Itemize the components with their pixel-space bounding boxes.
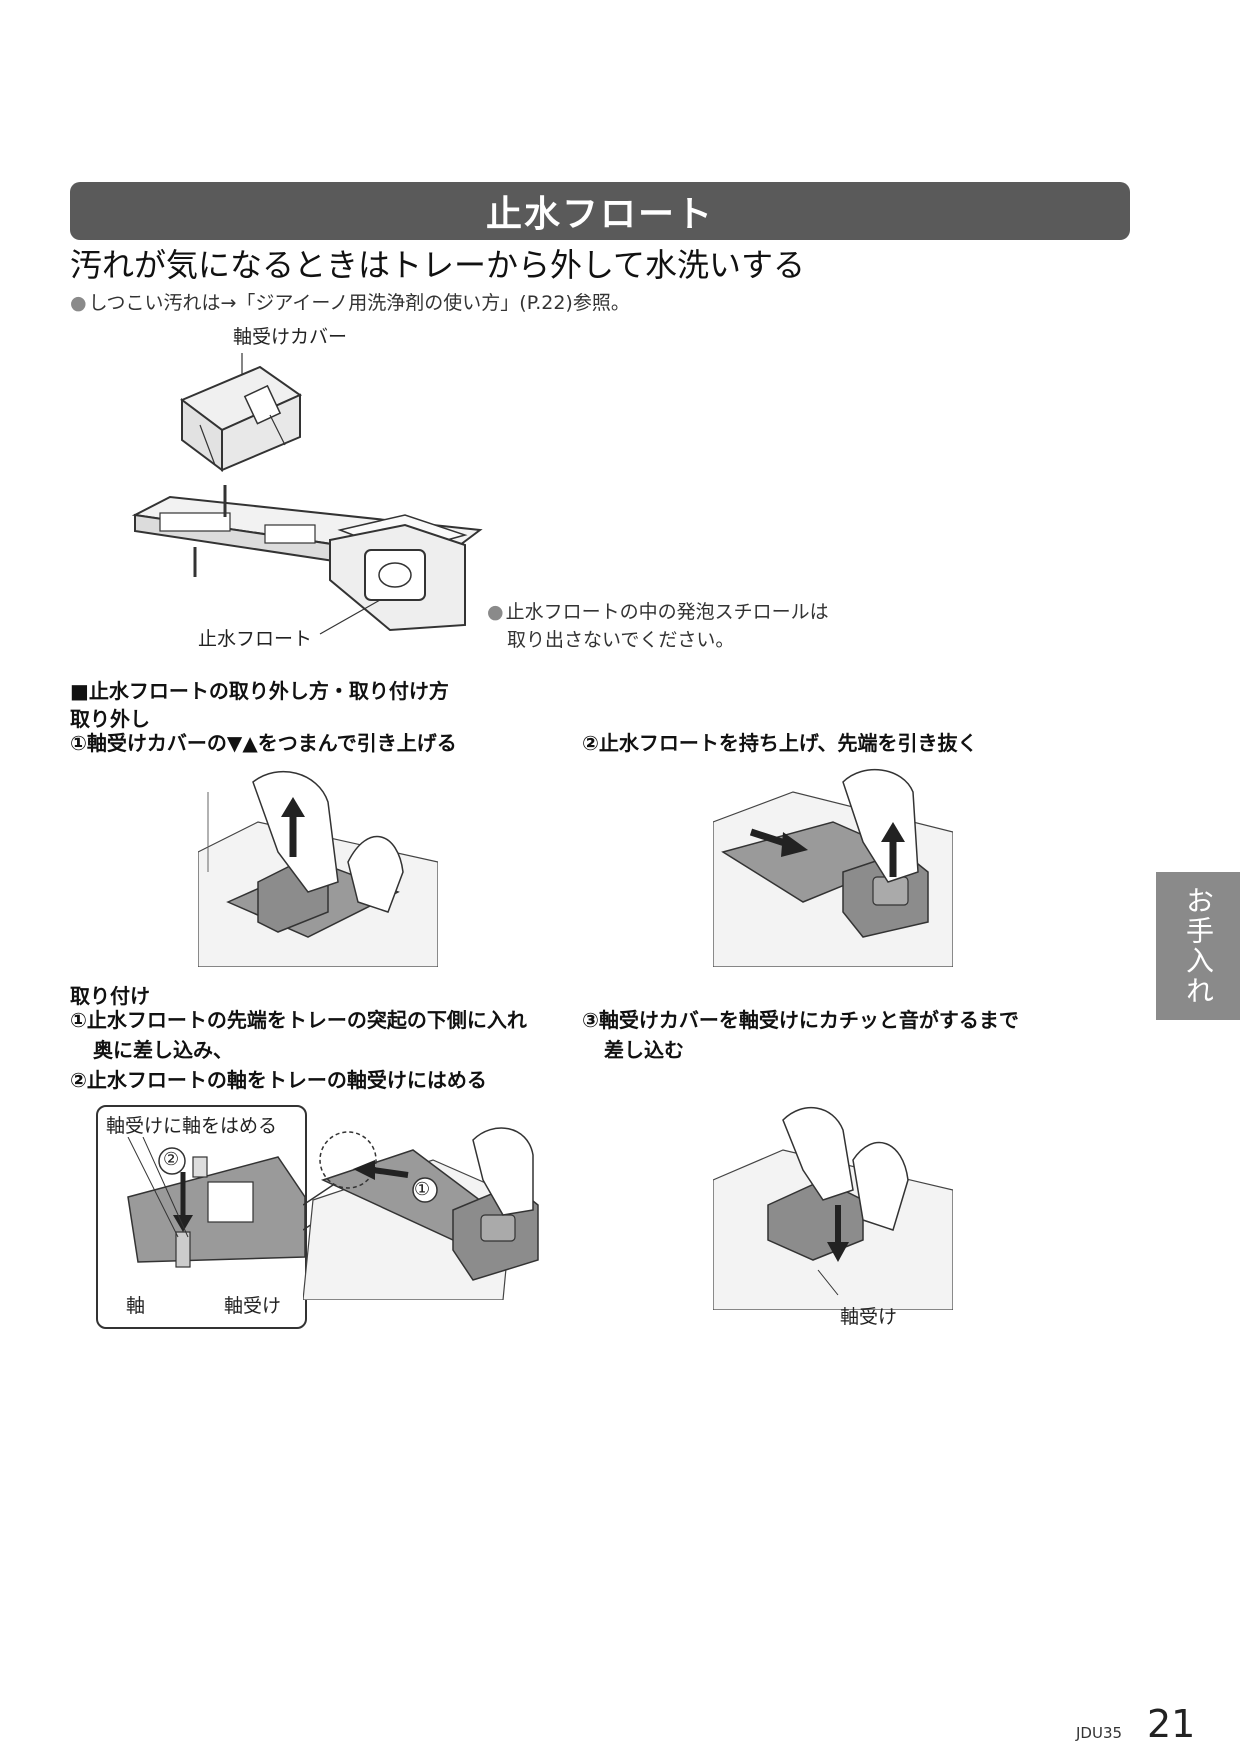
install-step-3-cont: 差し込む: [604, 1038, 684, 1062]
foam-note-line1: 止水フロートの中の発泡スチロールは: [505, 601, 829, 623]
procedure-section-title: ■止水フロートの取り外し方・取り付け方: [70, 679, 449, 703]
removal-step-1: ①軸受けカバーの▼▲をつまんで引き上げる: [70, 731, 457, 755]
bullet-icon: ●: [487, 601, 504, 623]
install-illustration-3: [713, 1106, 953, 1310]
page-heading: 汚れが気になるときはトレーから外して水洗いする: [70, 246, 806, 284]
section-title-banner: 止水フロート: [70, 182, 1130, 240]
cleaning-note: ●しつこい汚れは→「ジアイーノ用洗浄剤の使い方」(P.22)参照。: [70, 288, 630, 315]
float-parts-illustration: [131, 353, 483, 635]
float-label: 止水フロート: [198, 628, 313, 650]
install-step-1: ①止水フロートの先端をトレーの突起の下側に入れ: [70, 1008, 527, 1032]
callout-illustration: [127, 1137, 305, 1268]
bearing-label: 軸受け: [224, 1295, 282, 1317]
bearing-cover-part: [180, 365, 303, 472]
install-step-3: ③軸受けカバーを軸受けにカチッと音がするまで: [582, 1008, 1019, 1032]
side-tab-care: お手入れ: [1156, 872, 1240, 1020]
install-step-2: ②止水フロートの軸をトレーの軸受けにはめる: [70, 1068, 487, 1092]
removal-illustration-1: [198, 762, 438, 967]
removal-step-2: ②止水フロートを持ち上げ、先端を引き抜く: [582, 731, 978, 755]
install-illustration-1: [303, 1127, 539, 1300]
callout-number-1: ①: [414, 1179, 431, 1200]
install-step-1-cont: 奥に差し込み、: [93, 1038, 233, 1062]
float-part: [131, 485, 483, 632]
page-number: 21: [1147, 1702, 1196, 1746]
foam-note: ●止水フロートの中の発泡スチロールは: [487, 597, 829, 624]
install-heading: 取り付け: [70, 984, 150, 1008]
removal-illustration-2: [713, 762, 953, 967]
callout-number-2: ②: [163, 1149, 180, 1170]
bearing-label-2: 軸受け: [840, 1306, 898, 1328]
bearing-cover-label: 軸受けカバー: [233, 326, 348, 348]
shaft-callout-box: 軸受けに軸をはめる ② 軸 軸受け: [96, 1105, 307, 1329]
removal-heading: 取り外し: [70, 707, 150, 731]
cleaning-note-text: しつこい汚れは→「ジアイーノ用洗浄剤の使い方」(P.22)参照。: [88, 292, 630, 314]
callout-title: 軸受けに軸をはめる: [106, 1115, 278, 1137]
bullet-icon: ●: [70, 292, 87, 314]
shaft-label: 軸: [126, 1295, 146, 1317]
model-code: JDU35: [1076, 1724, 1123, 1742]
foam-note-line2: 取り出さないでください。: [507, 629, 735, 651]
